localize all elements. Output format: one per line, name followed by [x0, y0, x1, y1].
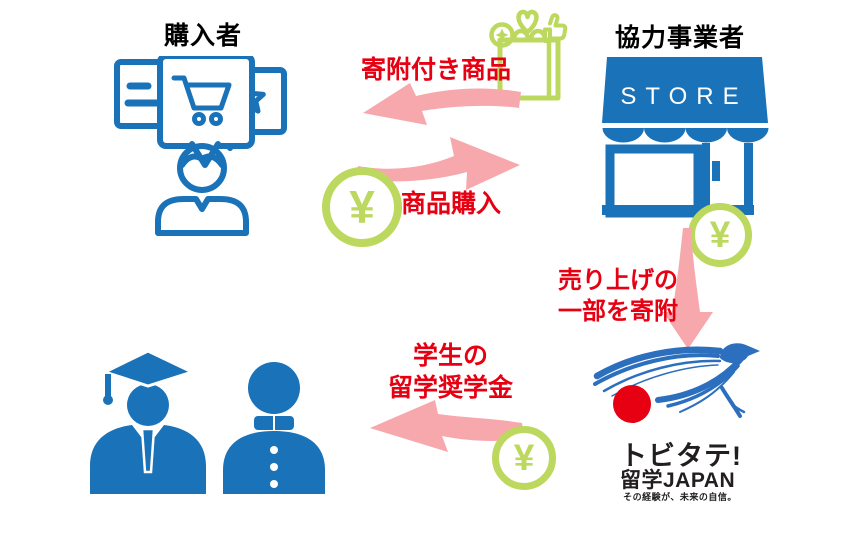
logo-title: トビタテ! — [620, 441, 742, 471]
store-door-handle — [712, 161, 720, 181]
heart-icon — [516, 9, 539, 35]
yen-coin-icon: ¥ — [492, 426, 556, 490]
arrow-left-product-icon — [363, 83, 521, 125]
store-door-frame — [744, 143, 753, 211]
yen-coin-icon: ¥ — [322, 167, 402, 247]
uniform-student-icon — [223, 362, 325, 494]
purchase-label: 商品購入 — [400, 190, 501, 218]
scholarship-label-line2: 留学奨学金 — [387, 374, 513, 402]
graduate-student-icon — [90, 349, 206, 494]
store-sign-text: STORE — [620, 83, 747, 110]
store-awning-scallops — [602, 128, 769, 143]
donate-label-line2: 一部を寄附 — [558, 297, 678, 325]
arrow-left-scholarship-icon — [370, 400, 524, 452]
logo-subtitle: 留学JAPAN — [620, 469, 736, 492]
store-base — [602, 205, 754, 215]
yen-coin-icon: ¥ — [688, 203, 752, 267]
purchaser-label: 購入者 — [163, 22, 242, 50]
students-icon — [90, 349, 325, 494]
store-icon: STORE — [602, 57, 769, 218]
arrow-down-donation-icon — [663, 228, 713, 349]
purchaser-review-person-icon — [114, 56, 287, 236]
store-door-divider — [702, 143, 710, 211]
store-window — [605, 144, 703, 218]
donation-gift-bag-icon — [489, 9, 568, 101]
store-awning — [602, 57, 768, 123]
yen-symbol: ¥ — [349, 181, 375, 233]
yen-symbol: ¥ — [513, 437, 535, 478]
yen-symbol: ¥ — [709, 214, 731, 255]
partner-label: 協力事業者 — [614, 24, 745, 52]
person-icon — [155, 143, 249, 236]
thumbs-up-icon — [543, 13, 568, 43]
arrow-right-payment-icon — [358, 137, 520, 190]
scholarship-label-line1: 学生の — [412, 342, 488, 370]
bird-head — [720, 343, 760, 364]
donate-label-line1: 売り上げの — [558, 267, 678, 294]
tobitate-bird-logo-icon — [593, 343, 760, 423]
logo-tagline: その経験が、未来の自信。 — [623, 492, 737, 502]
rising-sun-icon — [613, 385, 651, 423]
shopping-bag-icon — [497, 28, 561, 101]
donation-product-label: 寄附付き商品 — [360, 56, 511, 84]
